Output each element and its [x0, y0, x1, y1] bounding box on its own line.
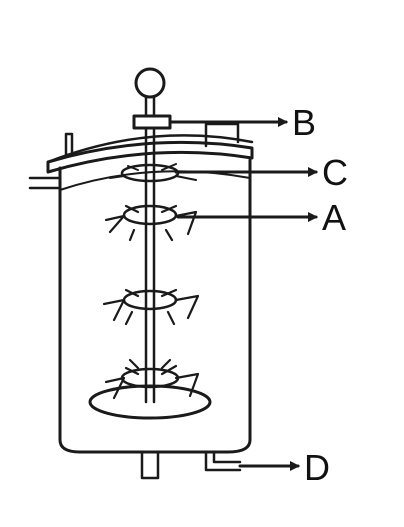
motor-housing	[204, 122, 240, 148]
label-b: B	[292, 102, 316, 143]
agitator-shaft	[144, 126, 156, 404]
lid-port	[64, 132, 74, 157]
outlet-pipe-d	[204, 450, 242, 472]
label-d: D	[304, 447, 330, 488]
culture-level	[59, 170, 251, 191]
impeller-fourth	[104, 358, 200, 400]
impeller-third	[102, 288, 200, 326]
knob-stem	[144, 95, 156, 118]
agitator-shaft-assembly	[132, 67, 172, 404]
shaft-coupling	[132, 114, 172, 130]
label-c: C	[322, 152, 348, 193]
side-inlet-pipe	[28, 176, 60, 190]
label-a: A	[322, 197, 346, 238]
vessel-back-top	[46, 134, 254, 164]
sparger-ring	[88, 384, 212, 420]
vessel-outline	[58, 158, 252, 454]
vessel	[28, 122, 254, 480]
bottom-outlet-pipe	[140, 450, 160, 480]
vessel-lid	[46, 140, 254, 174]
impeller-second	[104, 204, 198, 242]
motor-knob	[134, 67, 166, 99]
